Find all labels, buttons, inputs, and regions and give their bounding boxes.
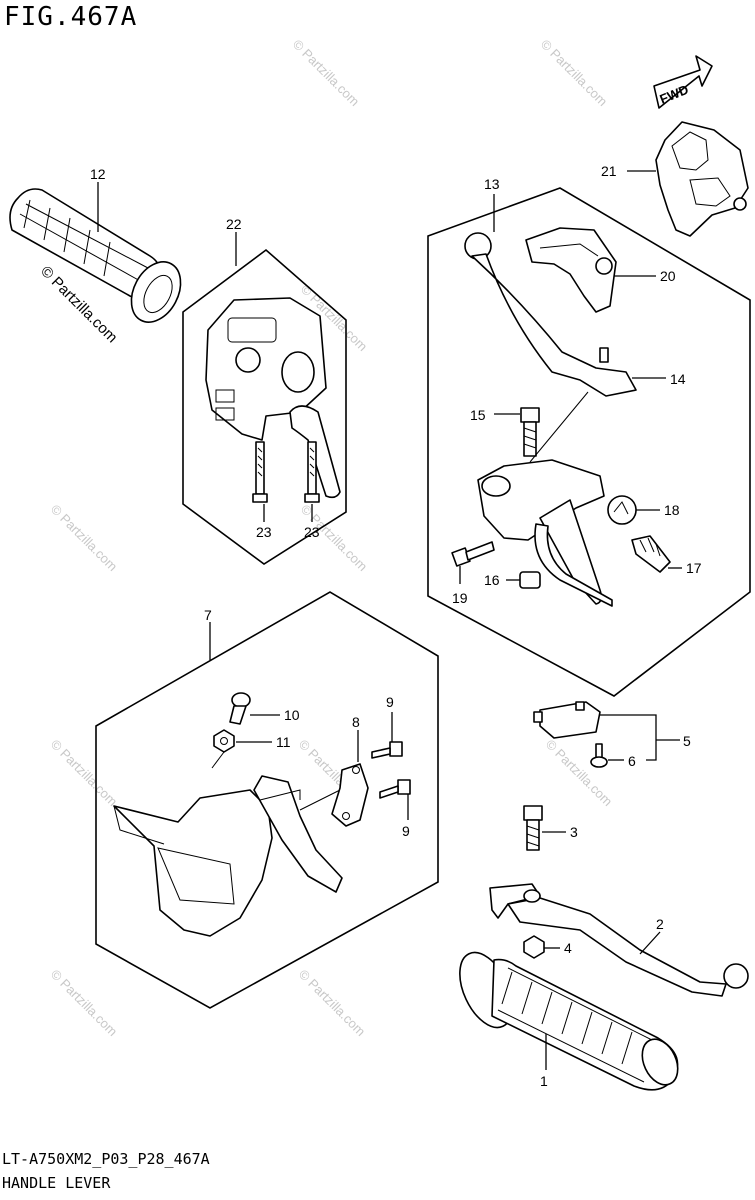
part-22-switch [205,297,341,503]
callout-22: 22 [226,216,242,232]
callout-13: 13 [484,176,500,192]
callout-9a: 9 [386,694,394,710]
callout-6: 6 [628,753,636,769]
callout-18: 18 [664,502,680,518]
frame-7 [95,591,439,1009]
part-5-switch [533,701,601,739]
callout-1: 1 [540,1073,548,1089]
callout-11: 11 [276,734,291,750]
callout-9b: 9 [402,823,410,839]
callout-12: 12 [90,166,106,182]
figure-title: FIG.467A [4,2,138,32]
fwd-arrow: FWD [653,55,713,109]
figure-code: LT-A750XM2_P03_P28_467A [2,1150,210,1168]
callout-2: 2 [656,916,664,932]
callout-19: 19 [452,590,468,606]
callout-16: 16 [484,572,500,588]
part-8-plate [331,763,369,827]
part-21-cover [655,121,749,237]
callout-10: 10 [284,707,300,723]
watermark: © Partzilla.com [48,737,121,810]
part-1-grip-right [459,951,679,1091]
part-10-screw [229,692,251,725]
part-3-bolt [523,805,543,851]
frame-13 [427,187,751,697]
watermark: © Partzilla.com [296,967,369,1040]
figure-name: HANDLE LEVER [2,1174,111,1192]
part-14-lever [464,232,637,397]
watermark: © Partzilla.com [290,37,363,110]
callout-15: 15 [470,407,486,423]
part-2-lever [489,883,749,997]
watermark: © Partzilla.com [48,967,121,1040]
part-20-bracket [525,227,617,313]
callout-4: 4 [564,940,572,956]
callout-14: 14 [670,371,686,387]
callout-21: 21 [601,163,617,179]
callout-8: 8 [352,714,360,730]
part-7-throttle [113,751,343,937]
part-16-nut [519,571,541,589]
frame-22 [182,248,347,565]
part-12-grip-left [9,188,182,323]
callout-20: 20 [660,268,676,284]
part-4-nut [523,935,545,959]
part-18-cap [607,495,637,525]
callout-23b: 23 [304,524,320,540]
part-9-bolt-lower [379,779,411,799]
callout-5: 5 [683,733,691,749]
part-6-screw [590,743,608,768]
part-17-boot [631,535,671,573]
callout-17: 17 [686,560,702,576]
part-11-nut [213,729,235,753]
watermark: © Partzilla.com [48,502,121,575]
watermark: © Partzilla.com [538,37,611,110]
part-9-bolt-upper [371,741,403,759]
callout-23a: 23 [256,524,272,540]
watermark: © Partzilla.com [543,737,616,810]
part-19-bolt [451,541,495,567]
callout-3: 3 [570,824,578,840]
callout-7: 7 [204,607,212,623]
part-15-bolt [520,407,540,457]
master-cylinder [477,391,613,607]
